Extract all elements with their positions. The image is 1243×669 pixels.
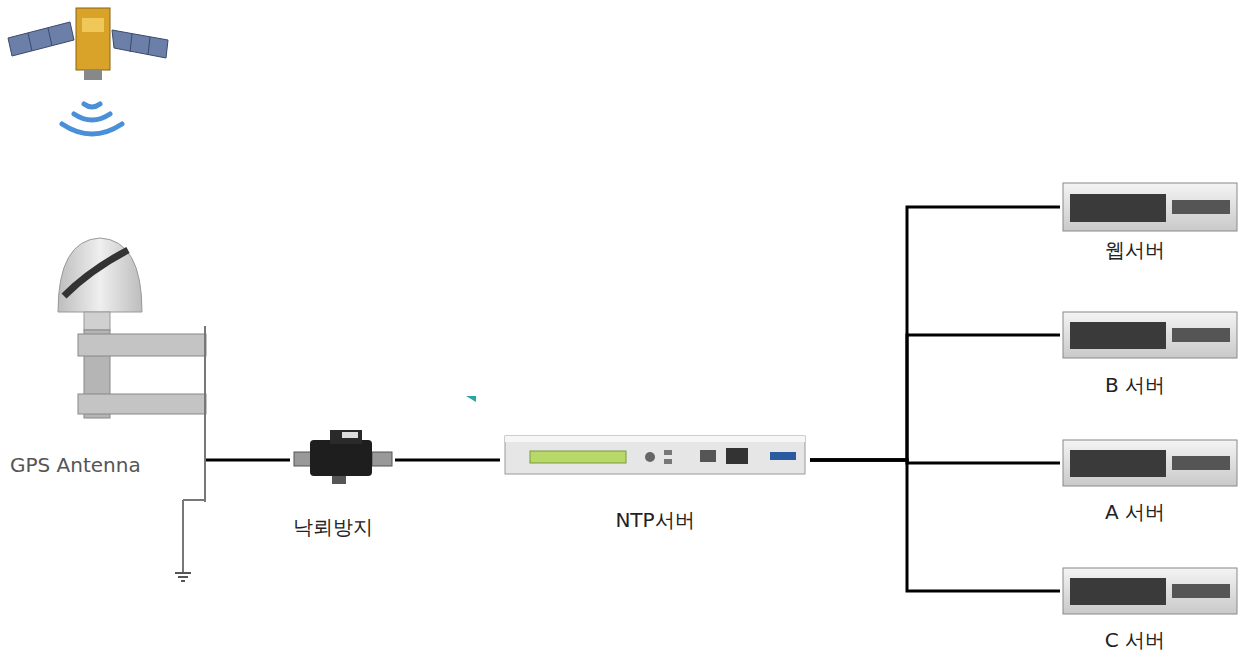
server-icon <box>1063 440 1237 486</box>
ntp-device-icon <box>505 436 805 474</box>
ground-symbol <box>175 573 191 581</box>
arrester-node: 낙뢰방지 <box>290 425 395 550</box>
cable-line <box>810 207 1060 460</box>
cable-line <box>810 460 1060 591</box>
cable-line <box>206 459 290 462</box>
arrester-icon <box>294 430 392 484</box>
server-icon <box>1063 183 1237 231</box>
antenna-node: GPS Antenna <box>5 235 206 580</box>
small-mark <box>466 396 476 402</box>
node-label: NTP서버 <box>615 508 694 532</box>
node-label: 웹서버 <box>1105 238 1165 262</box>
cable-line <box>395 459 500 462</box>
server-node: B 서버 <box>1060 309 1240 401</box>
gps-antenna-icon <box>58 238 206 572</box>
server-icon <box>1063 312 1237 358</box>
server-node: 웹서버 <box>1060 180 1240 268</box>
node-label: 낙뢰방지 <box>293 515 373 539</box>
server-icon <box>1063 568 1237 614</box>
node-label: GPS Antenna <box>10 453 141 477</box>
server-node: A 서버 <box>1060 437 1240 529</box>
satellite-icon <box>8 8 168 80</box>
ntp-server-node: NTP서버 <box>500 430 810 540</box>
server-node: C 서버 <box>1060 565 1240 661</box>
node-label: B 서버 <box>1105 373 1165 397</box>
node-label: A 서버 <box>1105 500 1165 524</box>
node-label: C 서버 <box>1105 628 1165 652</box>
cable-line <box>810 335 1060 460</box>
signal-waves <box>62 104 122 134</box>
